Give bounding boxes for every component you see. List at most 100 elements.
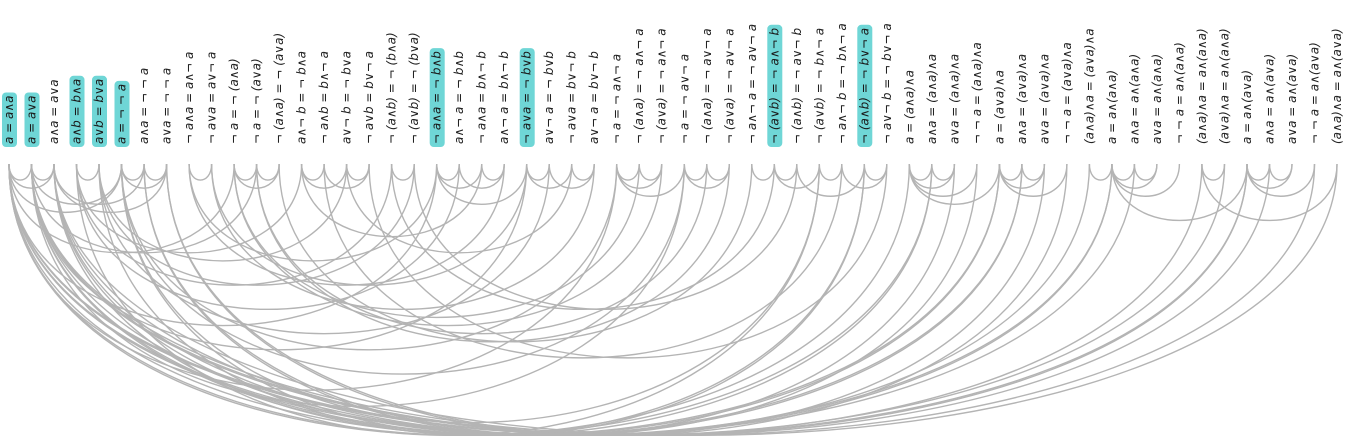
node-label: ¬ (a∨b) = ¬ b∧¬ a (812, 28, 826, 144)
node-label: ¬ (a∧b) = ¬ b∨¬ a (857, 28, 871, 144)
node-label: ¬ a = ¬ (a∨a) (250, 58, 264, 144)
edge-arc (8, 163, 1001, 437)
node-label-group: ¬ ¬ a = a∧(a∧a) (1172, 42, 1186, 144)
edge-arc (233, 163, 663, 327)
node-label-group: a = a∧a (2, 92, 17, 147)
edge-arc (300, 163, 348, 189)
edge-arc (616, 163, 685, 197)
node-label: a∧a = ¬ ¬ a (137, 68, 151, 144)
node-highlight (857, 24, 873, 147)
edge-arc (75, 163, 393, 286)
edge-arc (390, 163, 415, 181)
node-label-group: a∧a = a∧(a∨a) (1263, 54, 1277, 144)
node-label-group: ¬ (a∨b) = ¬ a∧¬ b (767, 24, 783, 147)
node-label: a∨a = (a∧a)∧a (947, 54, 961, 144)
edge-arc (1133, 163, 1158, 181)
node-label: ¬ (a∨b) = ¬ (b∨a) (407, 32, 421, 144)
node-label-group: a∧a = a∨a (47, 79, 61, 144)
node-label-group: ¬ a∧¬ b = ¬ b∧¬ a (835, 23, 849, 144)
node-label-group: ¬ (a∨a) = ¬ a∧¬ a (655, 28, 669, 144)
node-label-group: ¬ a∧b = b∧¬ a (317, 51, 331, 144)
node-label: a∧a = a∧(a∧a) (1127, 54, 1141, 144)
node-label: (a∧a)∧a = a∧(a∨a) (1330, 28, 1344, 144)
node-highlight (519, 48, 535, 147)
node-label-group: a∨a = ¬ ¬ a (160, 68, 174, 144)
node-label: a∨b = b∨a (92, 79, 106, 144)
node-highlight (767, 24, 783, 147)
node-label-group: ¬ ¬ a = (a∨a)∧a (1060, 42, 1074, 144)
node-label-group: a∧b = b∧a (69, 75, 85, 147)
edge-arc (413, 163, 798, 311)
edge-arc (908, 163, 978, 197)
node-label-group: a = ¬ ¬ a (114, 80, 130, 147)
node-label-group: ¬ a = ¬ a∨¬ a (677, 54, 691, 144)
node-label: a∨¬ a = b∨¬ b (587, 51, 601, 144)
node-label: a∧¬ a = ¬ b∧b (452, 51, 466, 144)
edge-arc (120, 163, 168, 189)
node-label-group: a∧¬ a = b∧¬ b (497, 51, 511, 144)
node-label-group: a∨b = b∨a (92, 75, 107, 147)
edge-arc (751, 163, 775, 181)
node-label-group: a∧a = a∧(a∧a) (1127, 54, 1141, 144)
node-label: a∨¬ a = ¬ b∨b (542, 51, 556, 144)
node-label: a = a∧(a∧a) (1105, 70, 1119, 144)
node-label: a = a∨a (25, 95, 39, 144)
node-label-group: ¬ a∨b = b∨¬ a (362, 51, 376, 144)
edge-arc (75, 163, 100, 181)
node-label: ¬ (a∧a) = ¬ (a∨a) (272, 33, 286, 144)
node-label-group: ¬ a∨a = a∨¬ a (205, 52, 219, 144)
node-label: ¬ a∧¬ b = ¬ b∧¬ a (835, 23, 849, 144)
edge-arc (796, 163, 865, 197)
node-highlight (92, 75, 107, 147)
edge-arc (98, 163, 348, 262)
node-label: a = ¬ ¬ a (115, 84, 129, 144)
node-label: ¬ a∧a = b∧¬ b (475, 51, 489, 144)
node-label: ¬ a∨a = a∨¬ a (205, 52, 219, 144)
edge-arc (683, 163, 730, 189)
edge-arc (98, 163, 550, 335)
node-label: ¬ (a∨a) = ¬ a∨¬ a (722, 28, 736, 144)
node-label-group: ¬ a∧¬ a = ¬ a∨¬ a (745, 24, 759, 144)
arc-layer (8, 163, 1338, 437)
node-label-group: (a∧a)∧a = (a∨a)∧a (1082, 28, 1096, 144)
edge-arc (233, 163, 640, 318)
edge-arc (53, 163, 145, 205)
node-label: ¬ ¬ a = a∧(a∧a) (1172, 42, 1186, 144)
edge-arc (98, 163, 415, 286)
node-label-group: a = a∨a (24, 92, 40, 147)
edge-arc (210, 163, 595, 311)
edge-arc (8, 163, 438, 327)
edge-arc (188, 163, 213, 181)
edge-arc (210, 163, 528, 286)
node-label-group: a∨a = (a∧a)∧a (947, 54, 961, 144)
node-label-group: ¬ (a∧b) = ¬ (b∧a) (385, 32, 399, 144)
node-label-group: ¬ a = ¬ (a∧a) (227, 58, 241, 144)
edge-arc (818, 163, 843, 181)
node-label-group: ¬ a∨a = ¬ b∨b (519, 48, 535, 147)
node-label: (a∨a)∧a = a∧(a∧a) (1218, 28, 1232, 144)
node-label-group: ¬ (a∧a) = ¬ a∨¬ a (700, 28, 714, 144)
node-highlight (429, 48, 445, 147)
node-label: a = a∧(a∨a) (1240, 70, 1254, 144)
node-label: ¬ a = ¬ (a∧a) (227, 58, 241, 144)
node-label: ¬ a∨b = b∨¬ a (362, 51, 376, 144)
node-label-group: (a∧a)∧a = a∧(a∨a) (1330, 28, 1344, 144)
node-label-group: a∨a = a∧(a∧a) (1150, 54, 1164, 144)
node-label-group: ¬ (a∧b) = ¬ a∨¬ b (790, 27, 804, 144)
node-label: a∧a = a∨a (47, 79, 61, 144)
edge-arc (1201, 163, 1226, 181)
node-label-group: ¬ ¬ a = a∧(a∨a) (1308, 42, 1322, 144)
edge-arc (165, 163, 1046, 436)
edge-arc (30, 163, 528, 351)
node-label-group: ¬ ¬ a = (a∧a)∧a (970, 42, 984, 144)
edge-arc (323, 163, 843, 359)
node-label: ¬ ¬ a = (a∨a)∧a (1060, 42, 1074, 144)
node-label: a∨¬ b = ¬ b∨a (340, 51, 354, 144)
node-label-group: ¬ (a∧b) = ¬ b∨¬ a (857, 24, 873, 147)
edge-arc (30, 163, 1113, 436)
edge-arc (8, 163, 123, 214)
edge-arc (841, 163, 888, 189)
edge-arc (75, 163, 303, 254)
node-label-group: (a∨a)∧a = a∧(a∧a) (1218, 28, 1232, 144)
node-label: (a∧a)∧a = a∧(a∧a) (1195, 28, 1209, 144)
